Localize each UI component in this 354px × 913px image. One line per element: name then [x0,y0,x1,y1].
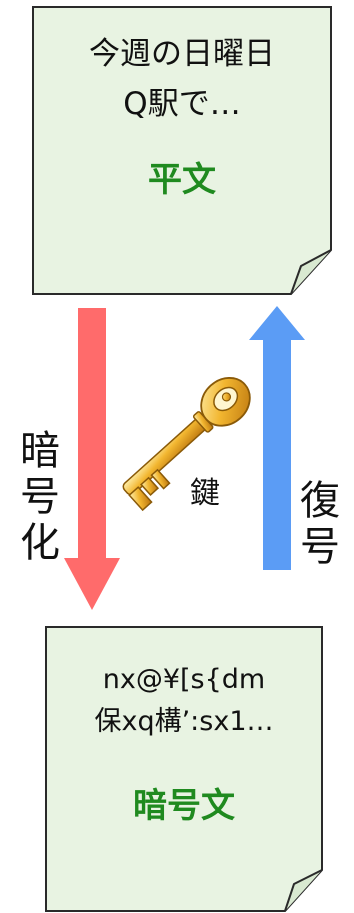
encrypt-char: 暗 [20,428,60,474]
encrypt-char: 号 [20,474,60,520]
page-curl-icon [284,869,323,912]
decrypt-char: 復 [300,478,340,524]
plaintext-line-2: Q駅で… [123,86,241,122]
decrypt-label: 復 号 [298,478,342,570]
ciphertext-line-2: 保xq構’:sx1… [94,706,274,737]
page-curl-icon [290,249,332,295]
ciphertext-label: 暗号文 [133,786,235,826]
plaintext-note [32,6,332,295]
encrypt-label: 暗 号 化 [18,428,62,566]
encrypt-arrow [64,308,120,610]
ciphertext-line-1: nx@¥[s{dm [102,664,266,695]
decrypt-char: 号 [300,524,340,570]
plaintext-line-1: 今週の日曜日 [89,36,275,72]
encrypt-char: 化 [20,520,60,566]
plaintext-label: 平文 [148,160,216,200]
ciphertext-note [45,626,323,912]
golden-key-icon [122,377,251,512]
decrypt-arrow [249,306,305,570]
key-label: 鍵 [190,476,220,511]
